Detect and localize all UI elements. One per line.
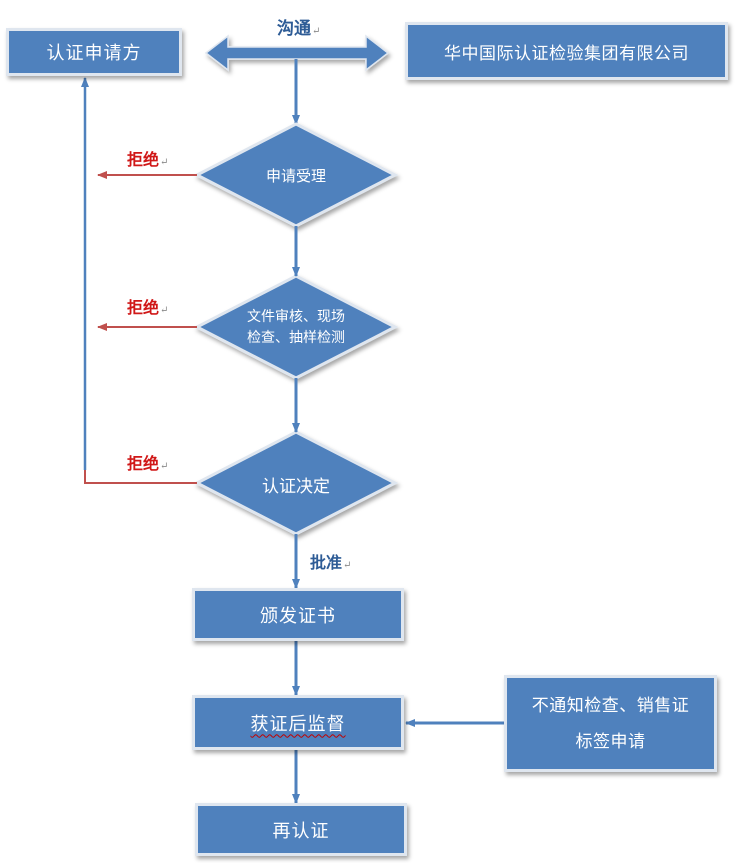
issue-certificate-box: 颁发证书	[192, 588, 404, 641]
inspection-label-line1: 不通知检查、销售证	[531, 695, 690, 716]
company-label: 华中国际认证检验集团有限公司	[444, 43, 689, 64]
supervision-box: 获证后监督	[192, 695, 404, 750]
communication-double-arrow	[204, 34, 390, 72]
supervision-label: 获证后监督	[250, 713, 346, 735]
review-label-line1: 文件审核、现场	[247, 309, 345, 325]
decision-label: 认证决定	[262, 477, 330, 497]
reject-line-decision	[84, 465, 197, 484]
accept-label: 申请受理	[265, 167, 326, 185]
recertification-label: 再认证	[272, 820, 330, 842]
reject-label-decision: 拒绝↵	[127, 454, 169, 473]
reject-label-accept: 拒绝↵	[127, 150, 169, 169]
approve-label: 批准↵	[310, 553, 352, 572]
issue-certificate-label: 颁发证书	[260, 605, 336, 627]
applicant-box: 认证申请方	[6, 28, 182, 76]
inspection-box: 不通知检查、销售证 标签申请	[504, 675, 717, 772]
review-label-line2: 检查、抽样检测	[247, 330, 345, 346]
inspection-label-line2: 标签申请	[575, 731, 646, 752]
applicant-label: 认证申请方	[46, 43, 142, 64]
communicate-label: 沟通↵	[277, 19, 321, 39]
recertification-box: 再认证	[195, 803, 407, 856]
company-box: 华中国际认证检验集团有限公司	[405, 22, 728, 80]
reject-label-review: 拒绝↵	[127, 298, 169, 317]
